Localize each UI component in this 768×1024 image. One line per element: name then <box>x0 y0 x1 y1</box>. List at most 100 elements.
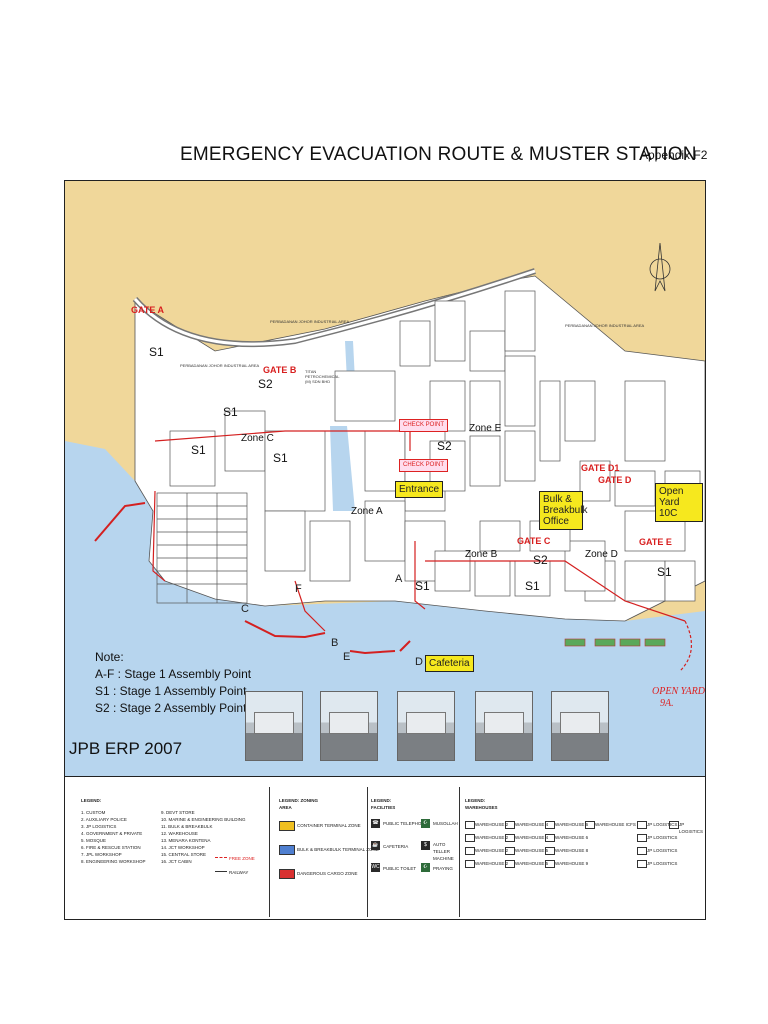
appendix-label: Appendix F2 <box>640 148 708 162</box>
port-map[interactable]: PERBADANAN JOHOR INDUSTRIAL AREA PERBADA… <box>64 180 706 778</box>
warehouse-badge <box>505 860 515 868</box>
gate-d-label: GATE D <box>598 475 632 485</box>
sea-area <box>65 441 705 777</box>
jetty-c-label: C <box>241 603 249 615</box>
warehouse-badge <box>545 834 555 842</box>
legend-item: 9. DEVT STORE <box>161 810 195 815</box>
facility-label: AUTO TELLER MACHINE <box>433 842 454 861</box>
facility-label: PUBLIC TOILET <box>383 866 417 871</box>
musollah-icon: ☪ <box>421 819 430 828</box>
zone-label: CONTAINER TERMINAL ZONE <box>297 823 361 828</box>
legend-heading: LEGEND: ZONING AREA <box>279 798 318 810</box>
warehouse-badge <box>637 821 647 829</box>
warehouse-badge <box>545 860 555 868</box>
warehouse-label: WAREHOUSE 8 <box>555 848 589 853</box>
facility-label: CAFETERIA <box>383 844 409 849</box>
checkpoint-box: CHECK POINT <box>399 419 449 432</box>
zone-e-label: Zone E <box>469 423 502 434</box>
jetty-e-label: E <box>343 651 351 663</box>
evacuation-routes <box>152 430 692 672</box>
legend-item: 11. BULK & BREAKBULK <box>161 824 213 829</box>
area-label-northeast: PERBADANAN JOHOR INDUSTRIAL AREA <box>565 323 645 328</box>
praying-icon: ☪ <box>421 863 430 872</box>
assembly-point-label: S1 <box>223 405 238 419</box>
legend-item: 3. JP LOGISTICS <box>81 824 117 829</box>
gate-c-label: GATE C <box>517 536 551 546</box>
warehouse-label: JP LOGISTICS <box>647 835 678 840</box>
legend-divider <box>367 787 368 917</box>
page-title: EMERGENCY EVACUATION ROUTE & MUSTER STAT… <box>180 144 697 165</box>
warehouse-label: WAREHOUSE 4 <box>515 835 549 840</box>
legend-item: 15. CENTRAL STORE <box>161 852 207 857</box>
legend-panel: LEGEND: 1. CUSTOM 2. AUXILIARY POLICE 3.… <box>64 776 706 920</box>
zone-c-label: Zone C <box>241 433 274 444</box>
telephone-icon: ☎ <box>371 819 380 828</box>
map-note: Note: A-F : Stage 1 Assembly Point S1 : … <box>95 649 251 717</box>
note-heading: Note: <box>95 650 124 664</box>
legend-item: 2. AUXILIARY POLICE <box>81 817 127 822</box>
site-photo <box>320 691 378 761</box>
jetties <box>94 502 411 655</box>
warehouse-label: JP LOGISTICS <box>647 848 678 853</box>
legend-divider <box>269 787 270 917</box>
legend-item: 16. JCT CABIN <box>161 859 192 864</box>
site-photo <box>245 691 303 761</box>
warehouse-badge <box>505 821 515 829</box>
note-line: S2 : Stage 2 Assembly Point <box>95 701 247 715</box>
freezone-line <box>215 857 227 858</box>
warehouse-label: WAREHOUSE 2 <box>475 822 509 827</box>
legend-item: 4. GOVERNMENT & PRIVATE <box>81 831 143 836</box>
railway-line <box>215 871 227 872</box>
atm-icon: $ <box>421 841 430 850</box>
railway-label: RAILWAY <box>229 870 249 875</box>
wharves <box>564 638 666 647</box>
warehouse-badge <box>637 834 647 842</box>
checkpoint-box: CHECK POINT <box>399 459 449 472</box>
warehouse-label: WAREHOUSE 6 <box>555 835 589 840</box>
assembly-point-label: S1 <box>149 345 164 359</box>
legend-col1: 1. CUSTOM 2. AUXILIARY POLICE 3. JP LOGI… <box>81 809 146 865</box>
zone-label: DANGEROUS CARGO ZONE <box>297 871 358 876</box>
handwritten-note: OPEN YARD 9A. <box>652 686 705 710</box>
container-yard <box>156 492 248 604</box>
assembly-point-label: S1 <box>191 443 206 457</box>
warehouse-label: WAREHOUSE ICFS <box>595 822 636 827</box>
legend-item: 5. MOSQUE <box>81 838 107 843</box>
warehouse-badge <box>669 821 679 829</box>
warehouse-badge <box>637 847 647 855</box>
legend-item: 6. FIRE & RESCUE STATION <box>81 845 141 850</box>
handwritten-line: 9A. <box>660 698 674 709</box>
warehouse-badge <box>545 847 555 855</box>
bulk-office-box: Bulk & Breakbulk Office <box>539 491 587 530</box>
warehouse-badge <box>505 834 515 842</box>
warehouse-label: JP LOGISTICS <box>647 822 678 827</box>
buildings <box>169 290 701 602</box>
jetty-a-label: A <box>395 573 403 585</box>
legend-heading: LEGEND: <box>81 798 102 803</box>
assembly-point-label: S1 <box>525 579 540 593</box>
area-label-north: PERBADANAN JOHOR INDUSTRIAL AREA <box>270 319 350 324</box>
legend-item: 14. JCT WORKSHOP <box>161 845 205 850</box>
freezone-label: FREE ZONE <box>229 856 255 861</box>
handwritten-line: OPEN YARD <box>652 686 705 697</box>
assembly-point-label: S2 <box>437 439 452 453</box>
warehouse-badge <box>465 847 475 855</box>
warehouse-badge <box>637 860 647 868</box>
zone-swatch <box>279 845 295 855</box>
note-line: S1 : Stage 1 Assembly Point <box>95 684 247 698</box>
legend-item: 12. WAREHOUSE <box>161 831 198 836</box>
legend-heading: LEGEND: WAREHOUSES <box>465 798 498 810</box>
zone-label: BULK & BREAKBULK TERMINAL ZONE <box>297 847 379 852</box>
warehouse-label: WAREHOUSE 4 <box>515 822 549 827</box>
assembly-point-label: S1 <box>415 579 430 593</box>
warehouse-label: WAREHOUSE 6 <box>555 822 589 827</box>
map-drawing <box>65 242 705 777</box>
open-yard-box: Open Yard 10C <box>655 483 703 522</box>
toilet-icon: WC <box>371 863 380 872</box>
assembly-point-label: S2 <box>258 377 273 391</box>
facility-label: MUSOLLAH <box>433 821 458 826</box>
jetty-f-label: F <box>295 583 302 595</box>
legend-item: 8. ENGINEERING WORKSHOP <box>81 859 146 864</box>
warehouse-label: WAREHOUSE 5 <box>515 861 549 866</box>
gate-d1-label: GATE D1 <box>581 463 620 473</box>
